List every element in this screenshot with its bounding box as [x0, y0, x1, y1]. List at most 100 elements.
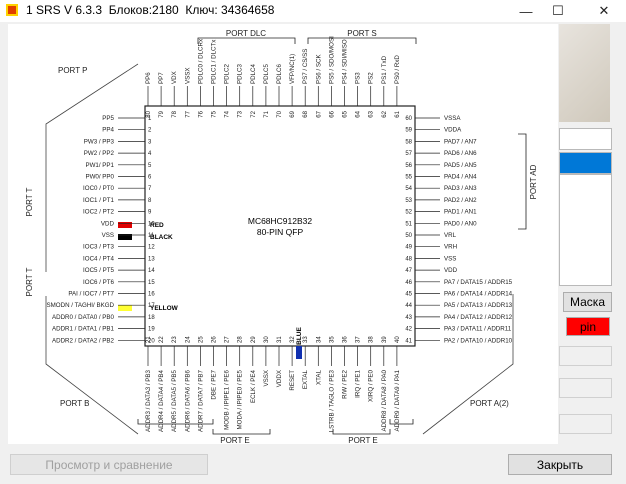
highlight-blue-label: BLUE	[296, 326, 303, 344]
pin-number: 45	[405, 292, 412, 298]
pin-number: 9	[148, 210, 152, 216]
pin-label: PA5 / DATA13 / ADDR13	[444, 302, 513, 309]
pin-label: PAD6 / AN6	[444, 150, 477, 157]
close-button[interactable]: Закрыть	[508, 454, 612, 475]
pin-number: 33	[303, 336, 309, 343]
pin-label: PA2 / DATA10 / ADDR10	[444, 337, 513, 344]
pin-number: 49	[405, 245, 412, 251]
pin-number: 27	[225, 336, 231, 343]
minimize-button[interactable]: —	[519, 3, 533, 19]
pin-number: 17	[148, 303, 155, 309]
pin-number: 35	[329, 336, 335, 343]
pin-number: 47	[405, 268, 412, 274]
pin-label: LSTRB / TAGLO / PE3	[328, 369, 335, 432]
side-field-2	[559, 346, 612, 366]
bracket-b	[137, 419, 214, 425]
pin-number: 37	[356, 336, 362, 343]
pin-number: 21	[146, 336, 152, 343]
pin-label: EXTAL	[302, 369, 309, 389]
pin-highlight-yellow	[118, 305, 132, 311]
pin-label: VSSX	[184, 67, 191, 84]
pin-label: PS3	[355, 72, 362, 84]
side-selected-item[interactable]	[559, 152, 612, 174]
preview-compare-button[interactable]: Просмотр и сравнение	[10, 454, 208, 475]
pin-label: PP4	[102, 127, 114, 134]
pin-number: 1	[148, 116, 152, 122]
pin-number: 31	[277, 336, 283, 343]
pin-label: IOC1 / PT1	[83, 197, 115, 204]
ecu-photo	[559, 24, 610, 122]
pin-button[interactable]: pin	[566, 317, 610, 336]
chip-name: MC68HC912B32	[248, 216, 313, 226]
pin-number: 25	[198, 336, 204, 343]
port-e-right-label: PORT E	[348, 436, 378, 444]
port-b-label: PORT B	[60, 399, 90, 408]
pin-number: 39	[382, 336, 388, 343]
pin-number: 56	[405, 163, 412, 169]
pin-label: PS1 / TxD	[381, 55, 388, 84]
pin-label: PA3 / DATA11 / ADDR11	[444, 326, 512, 333]
pin-number: 46	[405, 280, 412, 286]
pin-label: PW0/ PP0	[85, 174, 114, 181]
pinout-svg: MC68HC912B32 80-PIN QFP PORT P PORT DLC …	[25, 29, 538, 445]
side-list[interactable]	[559, 174, 612, 286]
pin-label: VSS	[444, 255, 456, 262]
pin-label: PW3 / PP3	[84, 138, 115, 145]
pin-label: IOC0 / PT0	[83, 185, 115, 192]
pin-label: PAD0 / AN0	[444, 220, 477, 227]
highlight-black-label: BLACK	[150, 234, 173, 241]
pin-label: ADDR4 / DATA4 / PB4	[158, 369, 165, 432]
pin-number: 62	[382, 110, 388, 117]
pin-label: SMODN / TAGHI/ BKGD	[47, 302, 115, 309]
app-icon	[6, 4, 18, 16]
maximize-button[interactable]: ☐	[552, 3, 564, 18]
pin-label: PDLC0 / DLCRx	[197, 38, 204, 84]
pin-number: 42	[405, 327, 412, 333]
pin-label: ADDR6 / DATA6 / PB6	[184, 369, 191, 432]
pin-number: 65	[343, 110, 349, 117]
pin-number: 75	[212, 110, 218, 117]
pin-label: ECLK / PE4	[250, 369, 257, 403]
bracket-a	[389, 419, 414, 425]
bracket-ad	[518, 133, 527, 230]
pin-number: 14	[148, 268, 155, 274]
pin-label: PS5 / SDO/MOSI	[328, 36, 335, 84]
pin-label: PAD2 / AN2	[444, 197, 477, 204]
pin-label: XTAL	[315, 369, 322, 385]
pin-number: 18	[148, 315, 155, 321]
pin-label: ADDR2 / DATA2 / PB2	[52, 337, 115, 344]
side-field-1[interactable]	[559, 128, 612, 150]
pin-number: 11	[148, 233, 155, 239]
pin-label: PDLC4	[250, 63, 257, 84]
pin-label: VDDA	[444, 127, 462, 134]
side-field-3	[559, 378, 612, 398]
port-e-left-label: PORT E	[220, 436, 250, 444]
pin-number: 50	[405, 233, 412, 239]
pin-number: 41	[405, 338, 412, 344]
pin-number: 5	[148, 163, 152, 169]
pin-label: VSSX	[263, 370, 270, 387]
chip-body	[144, 105, 416, 347]
pin-number: 20	[148, 338, 155, 344]
pin-number: 13	[148, 256, 155, 262]
pin-label: VDDX	[276, 370, 283, 387]
side-field-4	[559, 414, 612, 434]
pin-number: 63	[369, 110, 375, 117]
close-window-button[interactable]: ✕	[598, 3, 610, 18]
pin-number: 12	[148, 245, 155, 251]
pin-number: 28	[238, 336, 244, 343]
window-title: 1 SRS V 6.3.3 Блоков:2180 Ключ: 34364658	[26, 3, 275, 17]
pin-label: VDD	[444, 267, 458, 274]
pin-number: 15	[148, 280, 155, 286]
title-bar: 1 SRS V 6.3.3 Блоков:2180 Ключ: 34364658…	[0, 0, 626, 22]
pin-number: 36	[343, 336, 349, 343]
pin-number: 61	[395, 110, 401, 117]
pin-label: ADDR0 / DATA0 / PB0	[52, 314, 115, 321]
maska-button[interactable]: Маска	[563, 292, 612, 312]
bracket-s	[307, 37, 417, 44]
bracket-e-left	[212, 429, 271, 435]
outline-left-upper	[45, 63, 139, 272]
pin-number: 26	[212, 336, 218, 343]
chip-diagram: MC68HC912B32 80-PIN QFP PORT P PORT DLC …	[8, 24, 558, 445]
